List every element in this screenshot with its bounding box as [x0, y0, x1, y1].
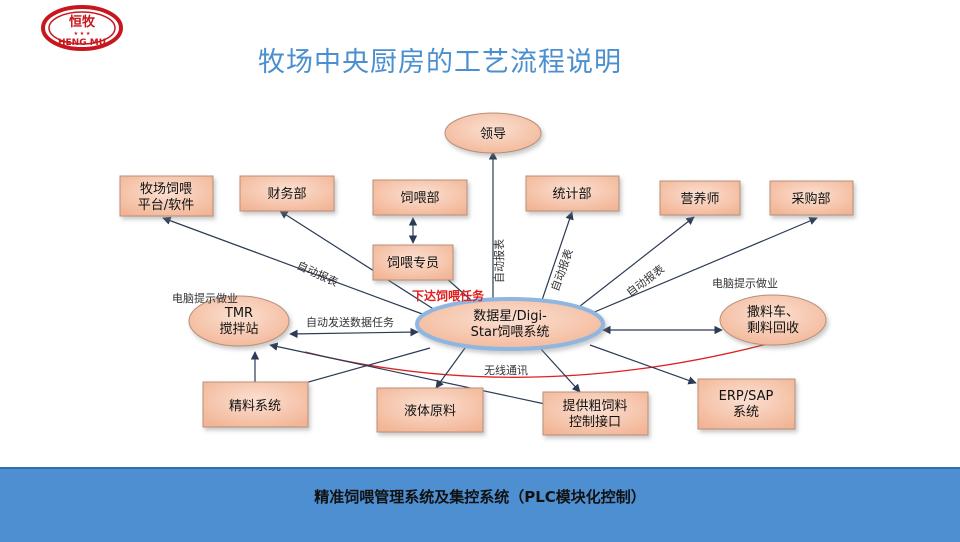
banner-text: 精准饲喂管理系统及集控系统（PLC模块化控制） [314, 488, 646, 506]
wireless-arc [304, 334, 801, 378]
label-center-2: Star饲喂系统 [471, 325, 550, 340]
node-chesale [719, 294, 827, 346]
edge-label-auto-report-1: 自动报表 [295, 258, 341, 289]
edge-tmr-center [289, 327, 419, 339]
logo-cn-text: 恒牧 [69, 14, 96, 30]
label-chesale-1: 撒料车、 [747, 304, 799, 320]
edge-center-tongji [539, 211, 574, 307]
label-tmr-1: TMR [224, 306, 253, 321]
label-siwei: 饲喂部 [400, 191, 439, 206]
bottom-banner: 精准饲喂管理系统及集控系统（PLC模块化控制） [0, 467, 960, 542]
edge-center-jingliao [286, 347, 431, 391]
label-erp-2: 系统 [733, 405, 759, 420]
logo-stars: ★ ★ ★ [74, 31, 91, 37]
label-zhuanyuan: 饲喂专员 [387, 256, 439, 271]
label-erp-1: ERP/SAP [719, 389, 774, 404]
label-jingliao: 精料系统 [229, 399, 281, 414]
edge-label-auto-send: 自动发送数据任务 [306, 315, 394, 329]
label-caiwu: 财务部 [267, 186, 306, 202]
label-center-1: 数据星/Digi- [473, 309, 547, 324]
page-title: 牧场中央厨房的工艺流程说明 [258, 47, 622, 78]
label-tmr-2: 搅拌站 [219, 321, 258, 337]
edge-center-erp [589, 344, 697, 385]
logo-en-text: HENG MU [58, 38, 106, 48]
edge-label-wireless: 无线通讯 [484, 363, 528, 377]
node-cuosi [542, 391, 649, 436]
edge-center-caigou [584, 217, 818, 317]
logo: 恒牧 ★ ★ ★ HENG MU [40, 4, 124, 52]
label-lingdao: 领导 [480, 127, 506, 142]
node-erp [697, 378, 796, 430]
node-yeti [376, 387, 484, 433]
label-pingtai-2: 平台/软件 [138, 198, 194, 213]
node-caigou [769, 180, 854, 216]
node-yingyang [659, 180, 741, 216]
node-tongji [525, 175, 620, 212]
label-pingtai-1: 牧场饲喂 [140, 182, 192, 197]
node-pingtai [119, 175, 214, 217]
edge-center-pingtai [162, 216, 426, 316]
label-chesale-2: 剩料回收 [747, 321, 799, 336]
edge-label-pc-left: 电脑提示做业 [172, 291, 238, 305]
edge-center-yingyang [574, 216, 695, 311]
node-tmr [188, 295, 290, 347]
node-jingliao [202, 381, 309, 428]
edge-tmr-cuosi [269, 342, 546, 405]
node-lingdao [444, 112, 542, 154]
node-caiwu [239, 175, 335, 212]
edge-center-caiwu [279, 210, 436, 311]
label-caigou: 采购部 [791, 191, 830, 207]
edge-center-cuosi [539, 347, 581, 393]
edge-label-auto-report-2: 自动报表 [492, 239, 506, 283]
label-cuosi-1: 提供粗饲料 [562, 398, 627, 414]
label-cuosi-2: 控制接口 [569, 414, 621, 430]
label-yingyang: 营养师 [680, 191, 719, 207]
edge-label-issue-task: 下达饲喂任务 [412, 288, 485, 303]
label-tongji: 统计部 [552, 187, 591, 202]
label-yeti: 液体原料 [404, 404, 456, 419]
node-center [415, 297, 605, 351]
node-zhuanyuan [372, 244, 454, 281]
node-siwei [372, 179, 468, 216]
edge-label-pc-right: 电脑提示做业 [712, 276, 778, 290]
